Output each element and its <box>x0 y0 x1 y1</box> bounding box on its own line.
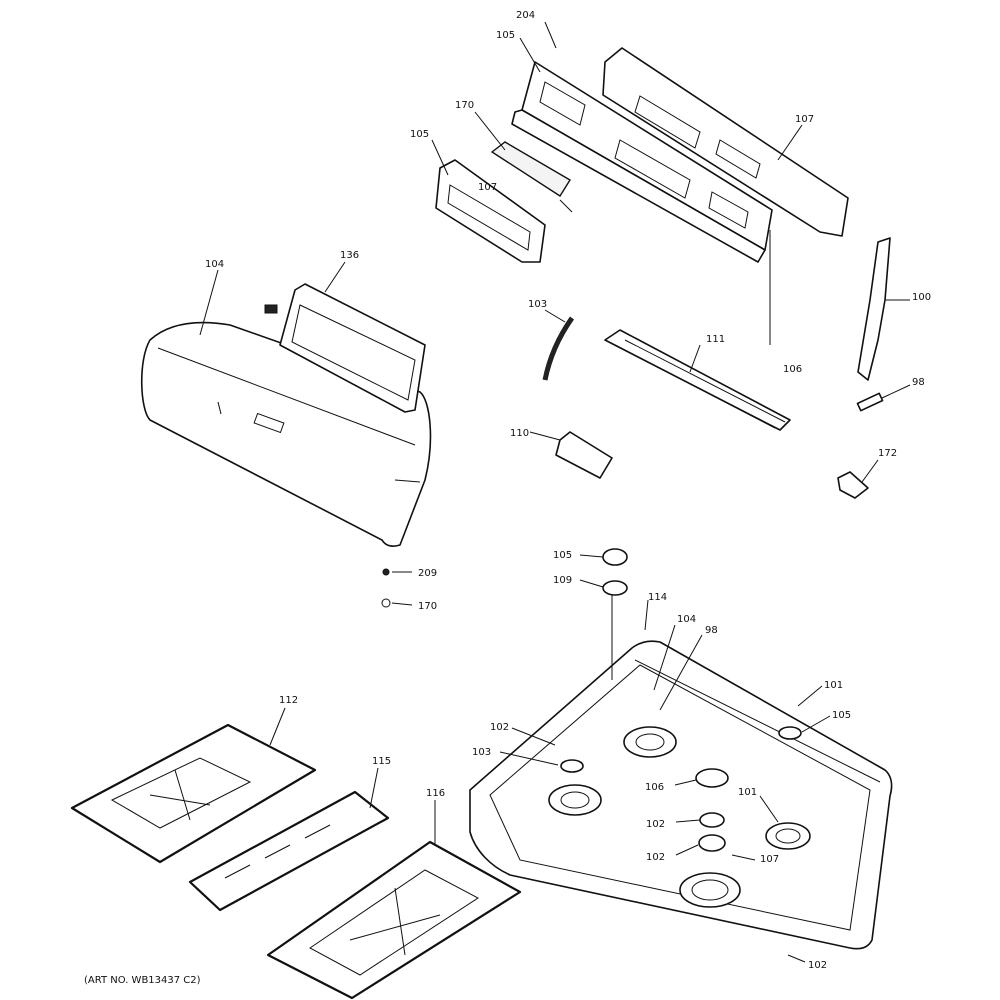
grate-left <box>70 723 317 864</box>
leader-lines <box>199 21 911 963</box>
burner-heads <box>548 548 811 908</box>
callout-label: 102 <box>490 722 509 733</box>
callout-label: 110 <box>510 428 529 439</box>
callout-label: 104 <box>205 259 224 270</box>
clip-172 <box>837 471 869 499</box>
callout-label: 170 <box>455 100 474 111</box>
grate-center <box>188 790 390 912</box>
callout-label: 170 <box>418 601 437 612</box>
grate-right <box>266 840 522 1000</box>
callout-label: 107 <box>760 854 779 865</box>
callout-label: 98 <box>705 625 718 636</box>
rear-trim-panel <box>602 47 849 237</box>
callout-label: 105 <box>410 129 429 140</box>
touch-pad-overlay <box>264 283 426 413</box>
callout-label: 103 <box>528 299 547 310</box>
callout-labels: 204 105 170 105 107 104 136 103 111 106 … <box>205 10 931 971</box>
art-number-caption: (ART NO. WB13437 C2) <box>84 975 201 986</box>
wire-harness <box>542 316 575 381</box>
cooktop <box>469 640 893 950</box>
callout-label: 105 <box>553 550 572 561</box>
screws-under-panel <box>381 568 391 608</box>
callout-label: 98 <box>912 377 925 388</box>
overlay-strip <box>490 141 573 213</box>
callout-label: 136 <box>340 250 359 261</box>
callout-label: 116 <box>426 788 445 799</box>
callout-label: 109 <box>553 575 572 586</box>
callout-label: 106 <box>645 782 664 793</box>
callout-label: 102 <box>646 819 665 830</box>
callout-label: 103 <box>472 747 491 758</box>
callout-label: 107 <box>478 182 497 193</box>
callout-label: 115 <box>372 756 391 767</box>
callout-label: 102 <box>646 852 665 863</box>
callout-label: 172 <box>878 448 897 459</box>
callout-label: 101 <box>738 787 757 798</box>
callout-label: 102 <box>808 960 827 971</box>
callout-label: 105 <box>832 710 851 721</box>
display-board <box>435 159 546 263</box>
callout-label: 105 <box>496 30 515 41</box>
callout-label: 112 <box>279 695 298 706</box>
callout-label: 100 <box>912 292 931 303</box>
callout-label: 101 <box>824 680 843 691</box>
backsplash-panel-assembly <box>511 61 773 263</box>
callout-label: 104 <box>677 614 696 625</box>
callout-label: 204 <box>516 10 535 21</box>
screw-98-top <box>856 392 884 412</box>
callout-label: 111 <box>706 334 725 345</box>
callout-label: 114 <box>648 592 667 603</box>
vent-trim <box>604 329 791 431</box>
callout-label: 107 <box>795 114 814 125</box>
callout-label: 106 <box>783 364 802 375</box>
side-bracket <box>857 237 891 381</box>
callout-label: 209 <box>418 568 437 579</box>
door-switch <box>555 431 613 479</box>
